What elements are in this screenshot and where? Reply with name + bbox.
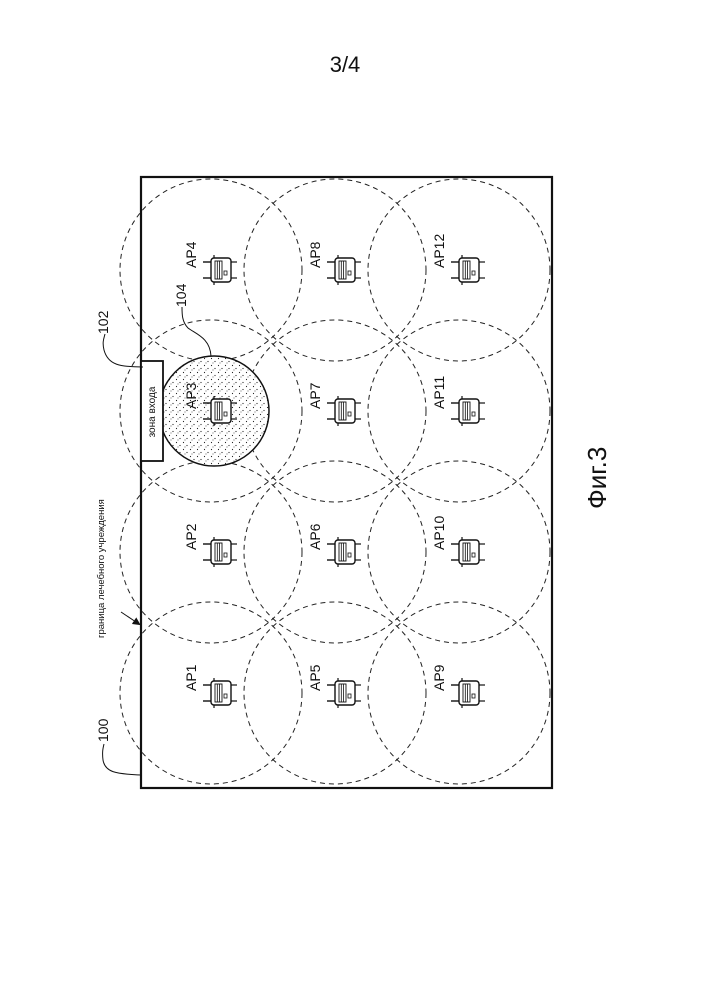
leader-104 <box>182 307 211 356</box>
access-point: AP4 <box>183 241 237 285</box>
router-icon <box>451 678 485 708</box>
boundary-arrow <box>121 612 139 624</box>
ap-label: AP4 <box>183 241 199 268</box>
router-icon <box>203 678 237 708</box>
router-icon <box>203 255 237 285</box>
router-icon <box>327 396 361 426</box>
entry-zone-label: зона входа <box>147 386 158 437</box>
access-point: AP8 <box>307 241 361 285</box>
router-icon <box>203 537 237 567</box>
leader-102 <box>103 334 143 367</box>
ap-label: AP11 <box>431 376 447 409</box>
ap-label: AP10 <box>431 516 447 550</box>
router-icon <box>451 537 485 567</box>
ap-label: AP1 <box>183 664 199 691</box>
router-icon <box>451 255 485 285</box>
ap-label: AP3 <box>183 382 199 409</box>
ap-label: AP12 <box>431 234 447 268</box>
boundary-label: граница лечебного учреждения <box>96 499 107 638</box>
access-point: AP12 <box>431 234 485 285</box>
ref-102: 102 <box>95 310 111 334</box>
ap-label: AP8 <box>307 241 323 268</box>
router-icon <box>327 678 361 708</box>
access-point: AP6 <box>307 523 361 567</box>
ap-label: AP6 <box>307 523 323 550</box>
ap-label: AP2 <box>183 523 199 550</box>
access-point: AP5 <box>307 664 361 708</box>
figure-label: Фиг.3 <box>582 447 612 509</box>
access-point: AP11 <box>431 376 485 426</box>
leader-100 <box>103 744 141 775</box>
ap-label: AP5 <box>307 664 323 691</box>
router-icon <box>327 537 361 567</box>
router-icon <box>451 396 485 426</box>
access-point: AP10 <box>431 516 485 567</box>
access-points: AP1 AP2 AP3 AP4AP5 AP6 AP7 AP8AP9 AP10 AP11 AP12 <box>183 234 485 708</box>
ap-label: AP7 <box>307 382 323 409</box>
access-point: AP1 <box>183 664 237 708</box>
access-point: AP7 <box>307 382 361 426</box>
router-icon <box>327 255 361 285</box>
ap-label: AP9 <box>431 664 447 691</box>
ref-104: 104 <box>173 283 189 307</box>
access-point: AP9 <box>431 664 485 708</box>
access-point: AP2 <box>183 523 237 567</box>
ref-100: 100 <box>95 718 111 742</box>
